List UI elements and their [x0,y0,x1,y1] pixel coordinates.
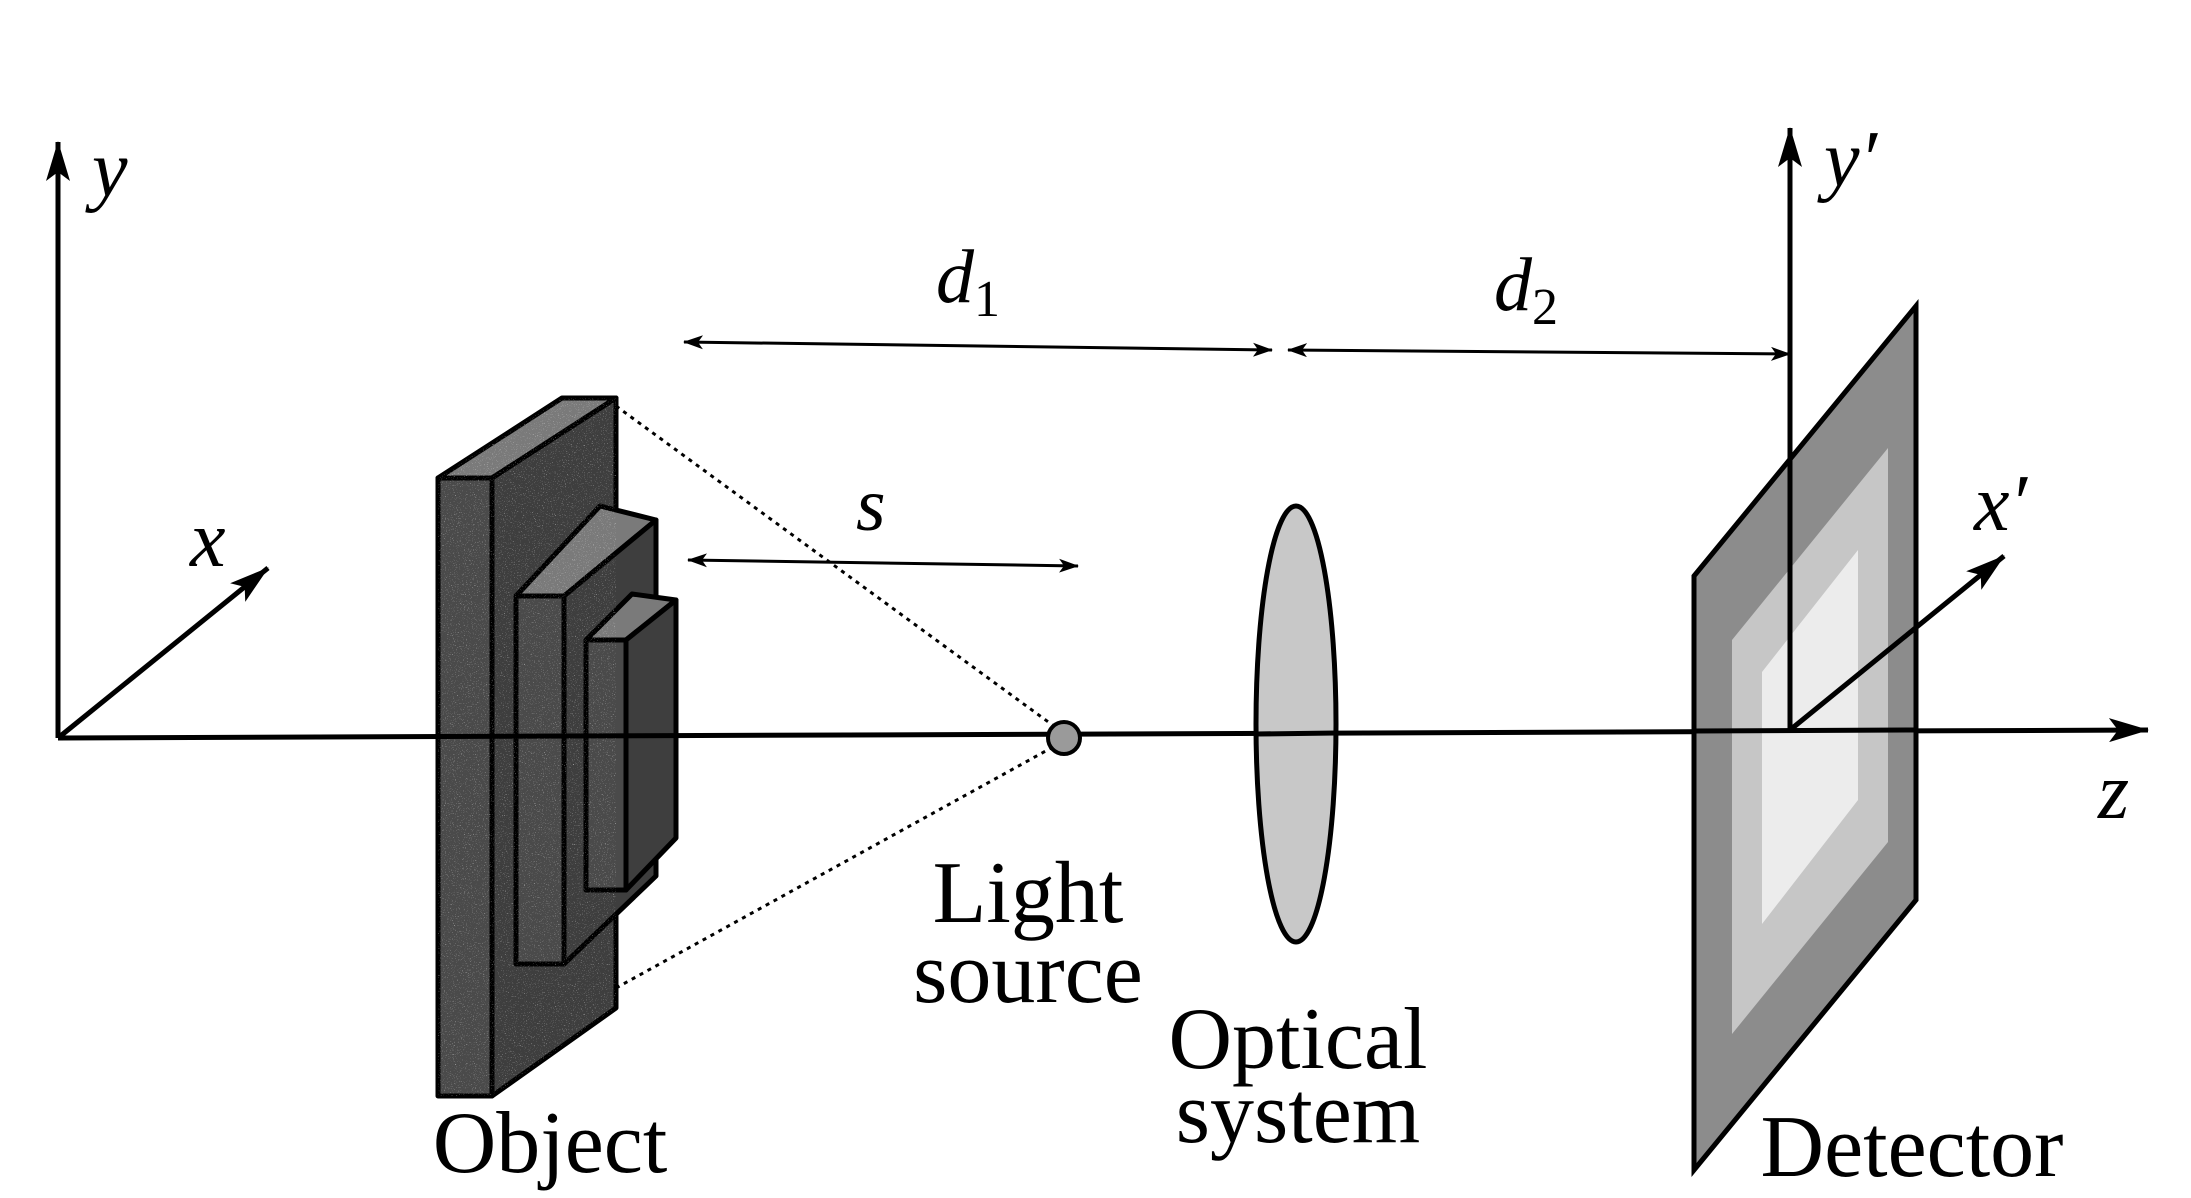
dimension-s-label: s [856,463,886,547]
optical-system-label-line2: system [1176,1065,1420,1162]
z-axis-label: z [2097,748,2129,836]
y-axis-left-label: y [85,126,128,214]
x-axis-right-label: x′ [1973,460,2029,548]
object-label: Object [433,1095,668,1192]
dimension-d1-label: d1 [936,235,1000,328]
illumination-ray-bottom [615,740,1063,990]
y-axis-right-label: y′ [1817,116,1879,204]
detector-label: Detector [1761,1099,2064,1196]
lens [1253,503,1339,945]
dimension-d2-arrow [1287,343,1791,361]
light-source [1046,720,1082,756]
optical-system-label-line1: Optical [1168,991,1427,1088]
light-source-label-line1: Light [933,845,1124,942]
dimension-d2-label: d2 [1494,243,1558,336]
z-axis-over-detector [1693,727,1917,734]
dimension-d1-arrow [683,335,1273,357]
light-source-label-line2: source [913,925,1143,1022]
illumination-ray-top [615,404,1063,734]
object-speckle-texture [438,398,616,1096]
x-axis-left [56,566,270,740]
z-axis-over-lens [1255,730,1337,737]
x-axis-left-label: x [189,496,226,584]
x-axis-right [1788,554,2006,732]
dimension-s-arrow [687,553,1079,573]
detector-plane [1691,299,1919,1177]
